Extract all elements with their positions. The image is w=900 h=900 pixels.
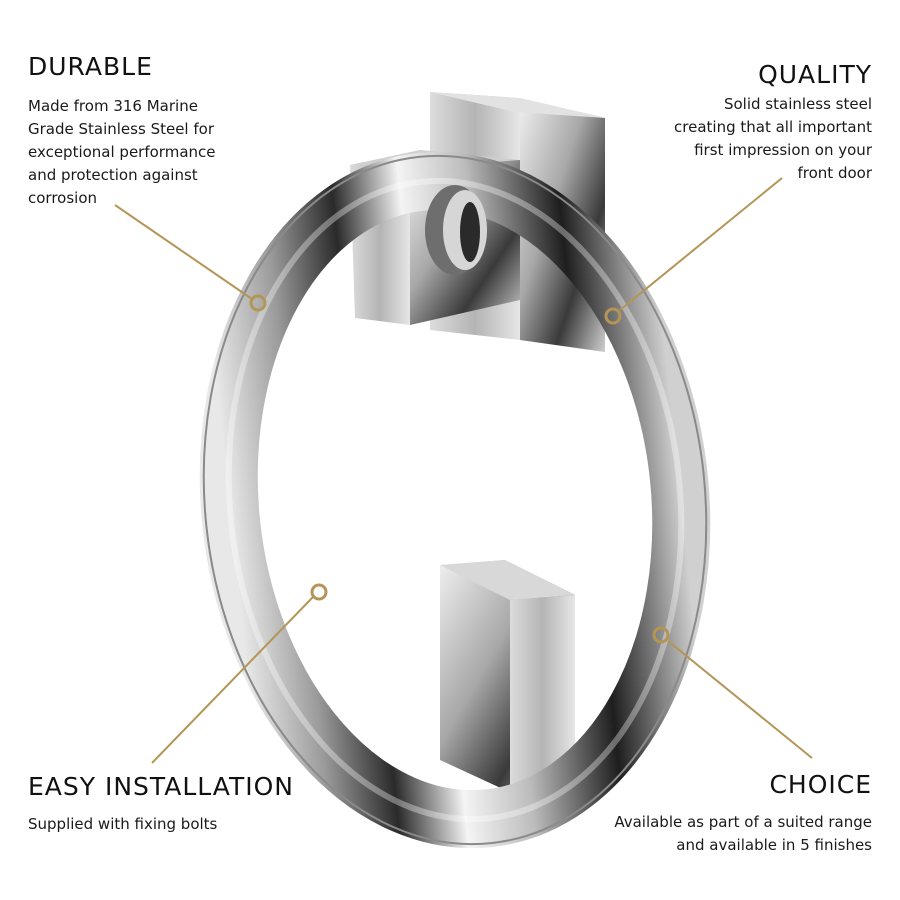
callout-marker-icon	[652, 626, 670, 644]
feature-title: QUALITY	[758, 60, 872, 89]
feature-quality: QUALITY Solid stainless steel creating t…	[612, 60, 872, 185]
feature-description: Solid stainless steel creating that all …	[674, 95, 872, 182]
bottom-strike-plate	[440, 560, 575, 790]
knocker-ring	[199, 151, 711, 849]
feature-description: Available as part of a suited range and …	[614, 813, 872, 854]
callout-marker-icon	[310, 583, 328, 601]
feature-title: CHOICE	[769, 770, 872, 799]
feature-description: Supplied with fixing bolts	[28, 815, 218, 833]
callout-marker-icon	[249, 294, 267, 312]
feature-title: EASY INSTALLATION	[28, 772, 294, 801]
callout-lines	[114, 177, 813, 764]
ring-collar	[425, 185, 487, 275]
feature-title: DURABLE	[28, 52, 153, 81]
feature-description: Made from 316 Marine Grade Stainless Ste…	[28, 97, 216, 207]
feature-choice: CHOICE Available as part of a suited ran…	[552, 770, 872, 857]
callout-marker-icon	[604, 307, 622, 325]
feature-durable: DURABLE Made from 316 Marine Grade Stain…	[28, 52, 268, 210]
feature-easy-installation: EASY INSTALLATION Supplied with fixing b…	[28, 772, 348, 836]
